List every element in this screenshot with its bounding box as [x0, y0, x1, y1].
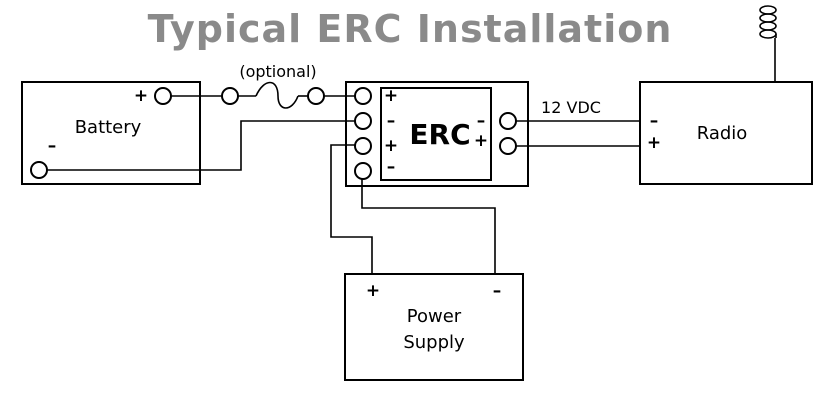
radio-box — [639, 81, 813, 185]
radio-label: Radio — [697, 123, 748, 144]
erc-in-plus-sign-1: + — [384, 86, 398, 106]
power-supply-plus-sign: + — [366, 281, 380, 301]
radio-minus-sign: – — [650, 111, 659, 131]
fuse-icon — [255, 81, 299, 109]
optional-label: (optional) — [239, 62, 316, 81]
erc-input-terminal-4 — [354, 162, 372, 180]
erc-output-terminal-positive — [499, 137, 517, 155]
erc-output-terminal-negative — [499, 112, 517, 130]
erc-label: ERC — [409, 118, 470, 151]
erc-in-minus-sign-2: – — [387, 157, 396, 177]
battery-negative-terminal — [30, 161, 48, 179]
erc-out-minus-sign: – — [477, 111, 486, 131]
battery-label: Battery — [75, 117, 142, 138]
erc-outer-box — [345, 81, 529, 187]
erc-out-plus-sign: + — [474, 131, 488, 151]
power-supply-positive-wire — [330, 144, 373, 274]
erc-input-terminal-2 — [354, 112, 372, 130]
battery-minus-sign: – — [48, 136, 57, 156]
power-supply-box — [344, 273, 524, 381]
battery-box — [21, 81, 201, 185]
erc-input-terminal-3 — [354, 137, 372, 155]
antenna-coil-icon — [759, 5, 777, 39]
erc-inner-box — [380, 87, 492, 181]
radio-plus-sign: + — [647, 133, 661, 153]
fuse-terminal-right — [307, 87, 325, 105]
fuse-terminal-left — [221, 87, 239, 105]
erc-in-minus-sign-1: – — [387, 111, 396, 131]
battery-positive-terminal — [154, 87, 172, 105]
voltage-label: 12 VDC — [541, 98, 601, 117]
power-supply-label-line2: Supply — [403, 332, 465, 353]
power-supply-label-line1: Power — [407, 306, 462, 327]
erc-in-plus-sign-2: + — [384, 136, 398, 156]
power-supply-negative-wire — [361, 178, 496, 274]
erc-input-terminal-1 — [354, 87, 372, 105]
battery-plus-sign: + — [134, 86, 148, 106]
power-supply-minus-sign: – — [493, 281, 502, 301]
diagram-title: Typical ERC Installation — [148, 7, 673, 51]
battery-negative-wire — [47, 120, 355, 171]
